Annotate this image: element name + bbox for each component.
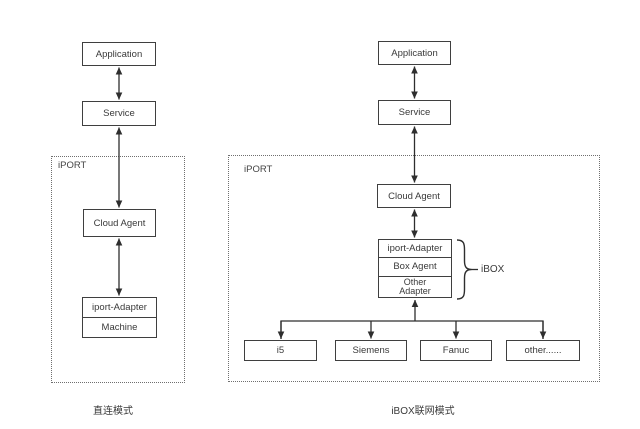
right-ibox-stack: iport-Adapter Box Agent Other Adapter <box>378 239 452 298</box>
left-iport-adapter-cell: iport-Adapter <box>92 301 147 313</box>
left-iport-label: iPORT <box>58 160 87 171</box>
device-box-fanuc: Fanuc <box>420 340 492 361</box>
right-iport-label: iPORT <box>244 164 273 175</box>
left-cloud-agent-box: Cloud Agent <box>83 209 156 237</box>
right-iport-adapter-cell: iport-Adapter <box>387 242 443 254</box>
left-iport-container <box>51 156 185 383</box>
device-box-other: other...... <box>506 340 580 361</box>
right-application-box: Application <box>378 41 451 65</box>
device-box-siemens: Siemens <box>335 340 407 361</box>
ibox-brace-label: iBOX <box>481 264 505 275</box>
right-service-box: Service <box>378 100 451 125</box>
device-box-i5: i5 <box>244 340 317 361</box>
left-service-box: Service <box>82 101 156 126</box>
right-box-agent-cell: Box Agent <box>379 257 451 276</box>
right-other-adapter-cell: Other Adapter <box>379 276 451 297</box>
right-caption: iBOX联网模式 <box>391 406 455 417</box>
left-caption: 直连模式 <box>93 406 133 417</box>
left-application-box: Application <box>82 42 156 66</box>
left-machine-cell: Machine <box>83 317 156 337</box>
right-cloud-agent-box: Cloud Agent <box>377 184 451 208</box>
left-adapter-machine-stack: iport-Adapter Machine <box>82 297 157 338</box>
